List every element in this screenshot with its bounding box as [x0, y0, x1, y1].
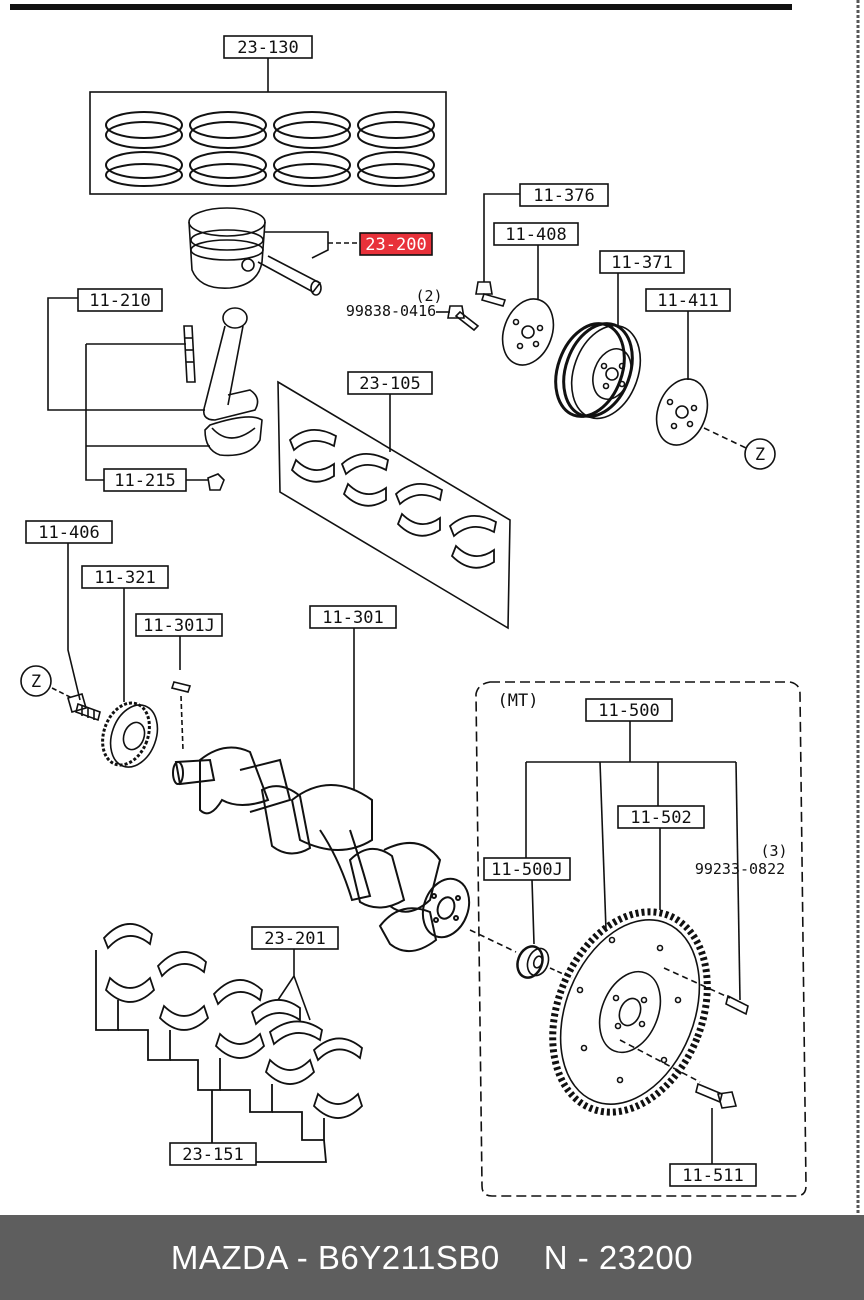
part-number-banner: MAZDA - B6Y211SB0 N - 23200: [0, 1215, 864, 1300]
z-reference-left[interactable]: Z: [20, 665, 73, 699]
label-99838-0416[interactable]: (2) 99838-0416: [346, 287, 450, 320]
label-11-210[interactable]: 11-210: [47, 288, 205, 411]
label-11-215-text: 11-215: [114, 471, 175, 491]
mt-box: (MT): [475, 681, 807, 1197]
label-11-500[interactable]: 11-500: [525, 698, 741, 1001]
rod-bearings-part[interactable]: [277, 380, 511, 630]
main-bearings-part[interactable]: [95, 923, 364, 1163]
label-99838-text: 99838-0416: [346, 302, 436, 320]
label-99233-text: 99233-0822: [695, 860, 785, 878]
label-23-201-text: 23-201: [264, 929, 325, 949]
flywheel-part[interactable]: [524, 889, 735, 1136]
label-23-200-text: 23-200: [365, 235, 426, 255]
z-reference-right[interactable]: Z: [744, 438, 776, 470]
top-rule: [10, 4, 792, 10]
label-11-321[interactable]: 11-321: [81, 565, 169, 702]
label-11-500j-text: 11-500J: [491, 860, 563, 880]
label-23-130[interactable]: 23-130: [223, 35, 313, 59]
label-23-130-text: 23-130: [237, 38, 298, 58]
label-11-210-text: 11-210: [89, 291, 150, 311]
label-23-151[interactable]: 23-151: [169, 1142, 257, 1166]
label-23-105-text: 23-105: [359, 374, 420, 394]
crankshaft-part[interactable]: [172, 746, 517, 953]
connecting-rod-part[interactable]: [183, 307, 263, 491]
z-right-text: Z: [755, 445, 765, 465]
timing-sprocket-part[interactable]: [94, 696, 165, 773]
label-11-411-text: 11-411: [657, 291, 718, 311]
label-11-500-text: 11-500: [598, 701, 659, 721]
diagram-reference: N - 23200: [543, 1238, 694, 1276]
label-11-371-text: 11-371: [611, 253, 672, 273]
z-left-text: Z: [31, 672, 41, 692]
label-11-321-text: 11-321: [94, 568, 155, 588]
crank-pulley-part[interactable]: [544, 314, 653, 428]
label-11-408[interactable]: 11-408: [493, 222, 579, 300]
label-11-301-text: 11-301: [322, 608, 383, 628]
label-11-511[interactable]: 11-511: [669, 1108, 757, 1187]
brand-part-number: MAZDA - B6Y211SB0: [170, 1238, 500, 1276]
pulley-bolt-part[interactable]: [475, 281, 507, 307]
piston-rings-part[interactable]: [89, 56, 447, 195]
label-11-406[interactable]: 11-406: [25, 520, 113, 701]
label-11-408-text: 11-408: [505, 225, 566, 245]
mt-label: (MT): [498, 691, 539, 711]
label-11-376-text: 11-376: [533, 186, 594, 206]
label-11-301j-text: 11-301J: [143, 616, 215, 636]
label-11-411[interactable]: 11-411: [645, 288, 731, 380]
key-part[interactable]: [170, 681, 192, 751]
label-11-502[interactable]: 11-502: [617, 805, 705, 910]
label-11-215[interactable]: 11-215: [85, 343, 210, 492]
parts-diagram: 23-130 23-200 11-210 1: [10, 0, 860, 1215]
label-11-502-text: 11-502: [630, 808, 691, 828]
dowel-pin-part[interactable]: [725, 994, 749, 1016]
label-11-301j[interactable]: 11-301J: [135, 613, 223, 670]
label-11-376[interactable]: 11-376: [483, 183, 609, 282]
flywheel-bolt-part[interactable]: [695, 1082, 738, 1109]
label-11-511-text: 11-511: [682, 1166, 743, 1186]
plate-11-411-part[interactable]: [648, 372, 747, 452]
sprocket-bolt-part[interactable]: [67, 693, 101, 722]
label-11-500j[interactable]: 11-500J: [483, 857, 571, 945]
piston-part[interactable]: [188, 207, 329, 296]
label-99233-qty: (3): [760, 842, 787, 860]
label-23-105[interactable]: 23-105: [347, 371, 433, 395]
label-11-301[interactable]: 11-301: [309, 605, 397, 790]
label-99233-0822[interactable]: (3) 99233-0822: [695, 842, 788, 878]
label-99838-qty: (2): [415, 287, 442, 305]
pilot-bearing-part[interactable]: [513, 943, 573, 981]
bolt-99838-part[interactable]: [447, 305, 480, 332]
label-23-201[interactable]: 23-201: [251, 926, 339, 1021]
label-23-151-text: 23-151: [182, 1145, 243, 1165]
label-23-200-highlighted[interactable]: 23-200: [359, 232, 433, 256]
plate-11-408-part[interactable]: [494, 292, 562, 372]
label-11-371[interactable]: 11-371: [599, 250, 685, 326]
label-11-406-text: 11-406: [38, 523, 99, 543]
